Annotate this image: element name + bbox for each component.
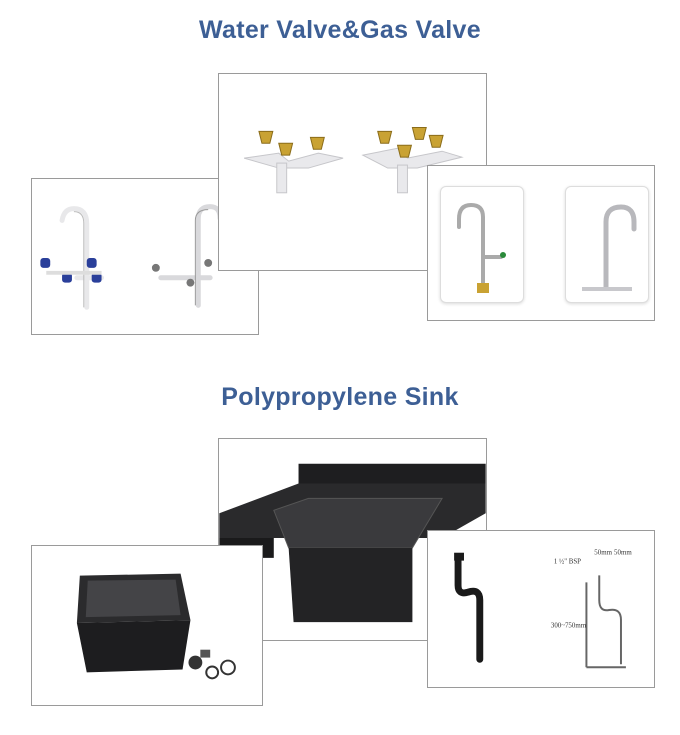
eyewash-faucet-card: [440, 186, 524, 303]
drain-trap-illustration: [454, 552, 626, 669]
faucet-cards-image: [427, 165, 655, 321]
sink-basin-image: [31, 545, 263, 706]
sink-basin-illustration: [76, 573, 236, 680]
eyewash-faucet-illustration: [457, 202, 506, 293]
lab-faucet-illustration: [40, 204, 223, 310]
countertop-sink-illustration: [219, 463, 486, 623]
section-title-sink: Polypropylene Sink: [221, 383, 459, 411]
gooseneck-faucet-card: [565, 186, 649, 303]
section-title-valves: Water Valve&Gas Valve: [199, 16, 481, 44]
gooseneck-faucet-illustration: [582, 204, 637, 291]
drain-trap-image: 1 ½" BSP 50mm 50mm 300~750mm: [427, 530, 655, 688]
gas-valve-illustration: [243, 126, 464, 194]
